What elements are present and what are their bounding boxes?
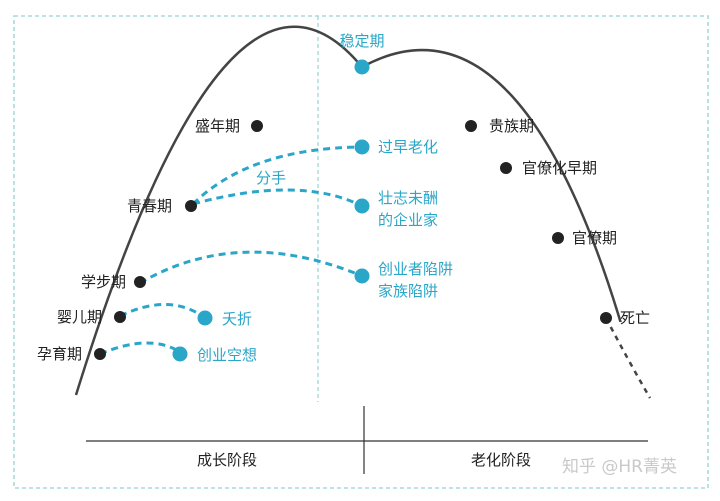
node-aristocracy [465, 120, 477, 132]
label-prime: 盛年期 [195, 117, 240, 135]
node-peak [354, 59, 370, 75]
node-toddler [134, 276, 146, 288]
label-toddler: 学步期 [81, 273, 126, 291]
label-infant-mortality: 夭折 [222, 310, 252, 328]
label-bureaucracy: 官僚期 [572, 229, 617, 247]
phase-growth: 成长阶段 [197, 451, 257, 469]
label-family-trap: 家族陷阱 [378, 282, 438, 300]
label-early-bureaucracy: 官僚化早期 [522, 159, 597, 177]
dashed-frame [13, 15, 709, 489]
node-affair [172, 346, 188, 362]
label-split: 分手 [256, 169, 286, 187]
label-premature-aging: 过早老化 [378, 138, 438, 156]
node-unfulfilled [354, 198, 370, 214]
label-peak: 稳定期 [339, 32, 384, 50]
label-unfulfilled-2: 的企业家 [378, 211, 438, 229]
label-unfulfilled-1: 壮志未酬 [378, 189, 438, 207]
node-infant-mortality [197, 310, 213, 326]
label-youth: 青春期 [127, 197, 172, 215]
node-bureaucracy [552, 232, 564, 244]
label-affair: 创业空想 [197, 346, 257, 364]
decline-dashed-line [604, 317, 652, 399]
label-death: 死亡 [620, 309, 650, 327]
label-aristocracy: 贵族期 [489, 117, 534, 135]
node-youth [185, 200, 197, 212]
branch-infant-mortality [119, 303, 206, 320]
branch-founder-trap [139, 250, 363, 285]
node-death [600, 312, 612, 324]
phase-aging: 老化阶段 [471, 451, 531, 469]
label-courtship: 孕育期 [37, 345, 82, 363]
label-founder-trap: 创业者陷阱 [378, 260, 453, 278]
branch-premature-aging [191, 145, 363, 206]
branch-unfulfilled [192, 188, 363, 208]
watermark: 知乎 @HR菁英 [562, 457, 677, 477]
node-early-bureaucracy [500, 162, 512, 174]
branch-affair [99, 341, 181, 356]
node-premature-aging [354, 139, 370, 155]
node-founder-trap [354, 268, 370, 284]
tail-mask [600, 322, 660, 400]
label-infant: 婴儿期 [57, 308, 102, 326]
node-prime [251, 120, 263, 132]
node-infant [114, 311, 126, 323]
node-courtship [94, 348, 106, 360]
